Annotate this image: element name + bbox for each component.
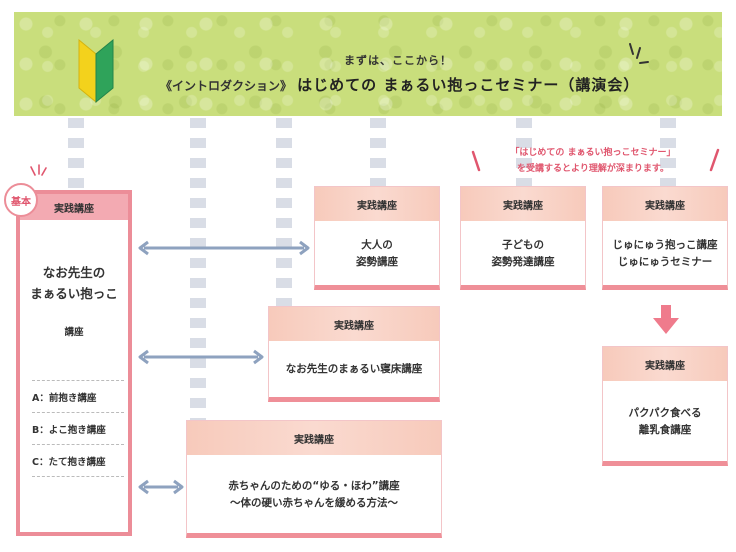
connector-dashes xyxy=(68,118,84,188)
banner-lead: まずは、ここから！ xyxy=(344,54,452,67)
course-title: 大人の 姿勢講座 xyxy=(356,238,398,268)
banner-title-prefix: 《イントロダクション》 xyxy=(160,79,293,93)
course-header: 実践講座 xyxy=(315,187,439,221)
prerequisite-note: 「はじめての まぁるい抱っこセミナー」 を受講するとより理解が深まります。 xyxy=(478,145,708,177)
list-item: B：よこ抱き講座 xyxy=(32,413,124,445)
course-title: なお先生のまぁるい寝床講座 xyxy=(285,363,423,375)
course-box-adult-posture: 実践講座 大人の 姿勢講座 xyxy=(314,186,440,290)
double-arrow-icon xyxy=(138,240,310,256)
course-title: 子どもの 姿勢発達講座 xyxy=(491,238,555,268)
sparkle-icon xyxy=(709,148,720,172)
course-title: じゅにゅう抱っこ講座 じゅにゅうセミナー xyxy=(612,238,718,268)
course-header: 実践講座 xyxy=(187,421,441,455)
basic-title-line-1: なお先生の xyxy=(42,265,106,280)
course-header: 実践講座 xyxy=(603,187,727,221)
connector-dashes xyxy=(370,118,386,188)
down-arrow-icon xyxy=(653,305,679,334)
course-box-baby-food: 実践講座 パクパク食べる 離乳食講座 xyxy=(602,346,728,466)
basic-course-subtitle: 講座 xyxy=(64,327,84,338)
banner-title: 《イントロダクション》 はじめての まぁるい抱っこセミナー（講演会） xyxy=(160,74,639,95)
course-box-child-posture: 実践講座 子どもの 姿勢発達講座 xyxy=(460,186,586,290)
basic-badge: 基本 xyxy=(4,183,38,217)
course-box-yuru-howa: 実践講座 赤ちゃんのための“ゆる・ほわ”講座 ～体の硬い赤ちゃんを緩める方法～ xyxy=(186,420,442,538)
double-arrow-icon xyxy=(138,479,184,495)
basic-course-box: 実践講座 なお先生の まぁるい抱っこ 講座 A：前抱き講座 B：よこ抱き講座 C… xyxy=(16,190,132,536)
course-header: 実践講座 xyxy=(461,187,585,221)
note-line-2: を受講するとより理解が深まります。 xyxy=(517,164,669,174)
course-header: 実践講座 xyxy=(269,307,439,341)
basic-course-items: A：前抱き講座 B：よこ抱き講座 C：たて抱き講座 xyxy=(32,380,124,477)
list-item: C：たて抱き講座 xyxy=(32,445,124,477)
basic-course-header: 実践講座 xyxy=(20,194,128,220)
beginner-mark-icon xyxy=(78,38,114,104)
sparkle-icon xyxy=(471,150,481,172)
connector-dashes xyxy=(660,118,676,188)
note-line-1: 「はじめての まぁるい抱っこセミナー」 xyxy=(510,148,676,158)
basic-course-title: なお先生の まぁるい抱っこ xyxy=(20,262,128,304)
double-arrow-icon xyxy=(138,349,264,365)
intro-banner: まずは、ここから！ 《イントロダクション》 はじめての まぁるい抱っこセミナー（… xyxy=(14,12,722,116)
connector-dashes xyxy=(516,118,532,188)
sparkle-icon xyxy=(30,164,47,176)
course-header: 実践講座 xyxy=(603,347,727,381)
connector-dashes xyxy=(276,118,292,308)
list-item: A：前抱き講座 xyxy=(32,381,124,413)
basic-title-line-2: まぁるい抱っこ xyxy=(30,286,118,301)
course-box-breastfeeding: 実践講座 じゅにゅう抱っこ講座 じゅにゅうセミナー xyxy=(602,186,728,290)
banner-title-main: はじめての まぁるい抱っこセミナー（講演会） xyxy=(297,76,640,94)
course-title: パクパク食べる 離乳食講座 xyxy=(628,406,702,436)
course-title: 赤ちゃんのための“ゆる・ほわ”講座 ～体の硬い赤ちゃんを緩める方法～ xyxy=(228,479,400,509)
sparkle-icon xyxy=(629,43,649,64)
course-box-sleeping-bed: 実践講座 なお先生のまぁるい寝床講座 xyxy=(268,306,440,402)
